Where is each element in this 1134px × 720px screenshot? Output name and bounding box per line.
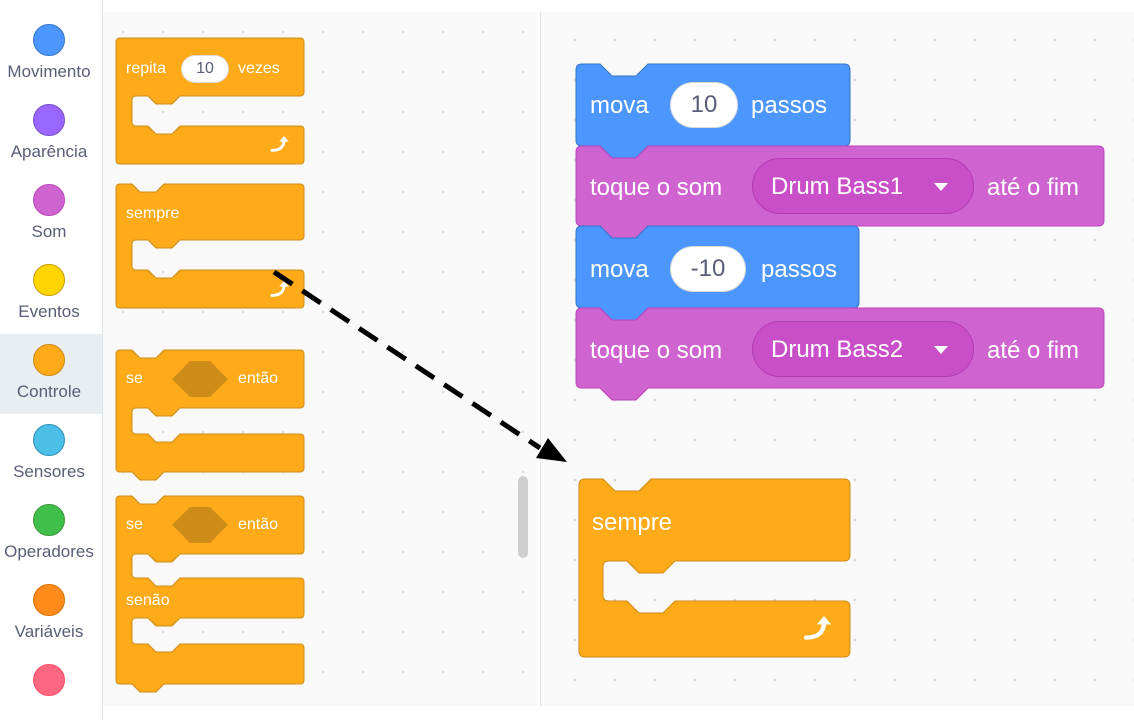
dropped-forever-label: sempre xyxy=(592,509,673,536)
move1-suffix: passos xyxy=(751,92,828,119)
category-dot-icon xyxy=(33,264,65,296)
sound1-prefix: toque o som xyxy=(590,174,723,201)
category-dot-icon xyxy=(33,24,65,56)
else-label: senão xyxy=(126,592,170,609)
category-sensores[interactable]: Sensores xyxy=(0,400,102,481)
move2-suffix: passos xyxy=(761,256,838,283)
category-controle[interactable]: Controle xyxy=(0,334,102,414)
category-variaveis[interactable]: Variáveis xyxy=(0,560,102,641)
repeat-block-shape[interactable] xyxy=(115,37,305,165)
category-dot-icon xyxy=(33,664,65,696)
sound1-name: Drum Bass1 xyxy=(771,173,904,200)
sound1-dropdown[interactable]: Drum Bass1 xyxy=(752,158,974,214)
move1-steps-input[interactable]: 10 xyxy=(670,82,738,128)
boolean-slot-icon[interactable] xyxy=(172,361,228,397)
category-dot-icon xyxy=(33,344,65,376)
category-label: Controle xyxy=(16,382,82,401)
move2-steps-input[interactable]: -10 xyxy=(670,246,746,292)
category-dot-icon xyxy=(33,424,65,456)
caret-down-icon xyxy=(934,346,948,354)
loop-arrow-icon xyxy=(803,616,832,640)
repeat-count-input[interactable]: 10 xyxy=(181,55,229,83)
category-eventos[interactable]: Eventos xyxy=(0,240,102,321)
category-label: Movimento xyxy=(7,62,91,81)
ifelse-prefix: se xyxy=(126,516,143,533)
caret-down-icon xyxy=(934,183,948,191)
category-label: Variáveis xyxy=(14,622,84,641)
if-else-block-shape[interactable] xyxy=(115,495,305,693)
forever-label: sempre xyxy=(126,205,180,222)
category-dot-icon xyxy=(33,104,65,136)
category-aparencia[interactable]: Aparência xyxy=(0,80,102,161)
sound2-name: Drum Bass2 xyxy=(771,336,904,363)
ifelse-suffix: então xyxy=(238,516,279,533)
repeat-prefix: repita xyxy=(126,60,167,77)
if-suffix: então xyxy=(238,370,279,387)
move1-prefix: mova xyxy=(590,92,649,119)
dropped-forever-block-shape[interactable] xyxy=(578,478,851,658)
if-prefix: se xyxy=(126,370,143,387)
move2-prefix: mova xyxy=(590,256,649,283)
category-label: Aparência xyxy=(10,142,88,161)
category-extra[interactable] xyxy=(0,640,102,720)
sound2-prefix: toque o som xyxy=(590,337,723,364)
category-label: Eventos xyxy=(18,302,80,321)
drag-arrow-head-icon xyxy=(536,438,567,462)
forever-block-shape[interactable] xyxy=(115,183,305,309)
sound2-dropdown[interactable]: Drum Bass2 xyxy=(752,321,974,377)
category-label: Som xyxy=(31,222,67,241)
category-dot-icon xyxy=(33,504,65,536)
category-operadores[interactable]: Operadores xyxy=(0,480,102,561)
boolean-slot-icon[interactable] xyxy=(172,507,228,543)
if-then-block-shape[interactable] xyxy=(115,349,305,481)
category-dot-icon xyxy=(33,584,65,616)
category-label: Operadores xyxy=(4,542,94,561)
drag-arrow-line xyxy=(272,269,542,451)
category-som[interactable]: Som xyxy=(0,160,102,241)
sound1-suffix: até o fim xyxy=(987,174,1080,201)
sound2-suffix: até o fim xyxy=(987,337,1080,364)
category-label: Sensores xyxy=(13,462,85,481)
category-movimento[interactable]: Movimento xyxy=(0,0,102,81)
loop-arrow-icon xyxy=(270,136,289,152)
palette-scrollbar[interactable] xyxy=(518,476,528,558)
loop-arrow-icon xyxy=(270,281,289,297)
category-dot-icon xyxy=(33,184,65,216)
repeat-suffix: vezes xyxy=(238,60,280,77)
